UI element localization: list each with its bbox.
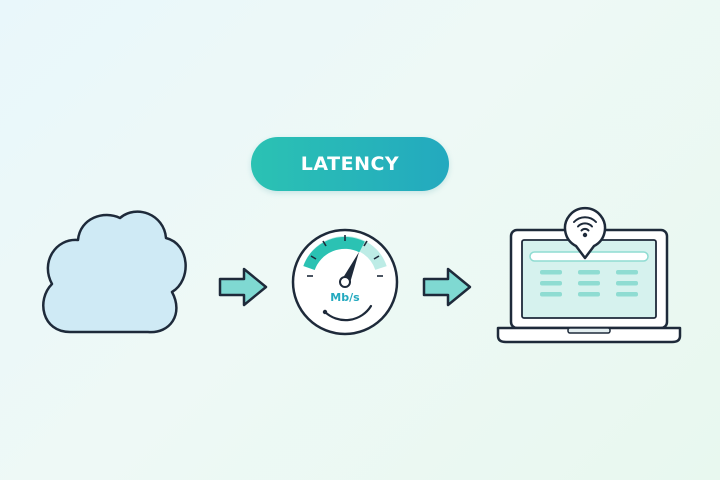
- laptop-icon: [496, 228, 682, 344]
- cloud-icon: [42, 210, 187, 334]
- speedometer-icon: Mb/s: [291, 228, 399, 336]
- latency-badge: LATENCY: [251, 137, 449, 191]
- right-arrow-icon: [422, 267, 472, 307]
- wifi-icon: [563, 206, 607, 260]
- latency-badge-label: LATENCY: [300, 153, 400, 175]
- speed-unit-label: Mb/s: [330, 291, 360, 304]
- right-arrow-icon: [218, 267, 268, 307]
